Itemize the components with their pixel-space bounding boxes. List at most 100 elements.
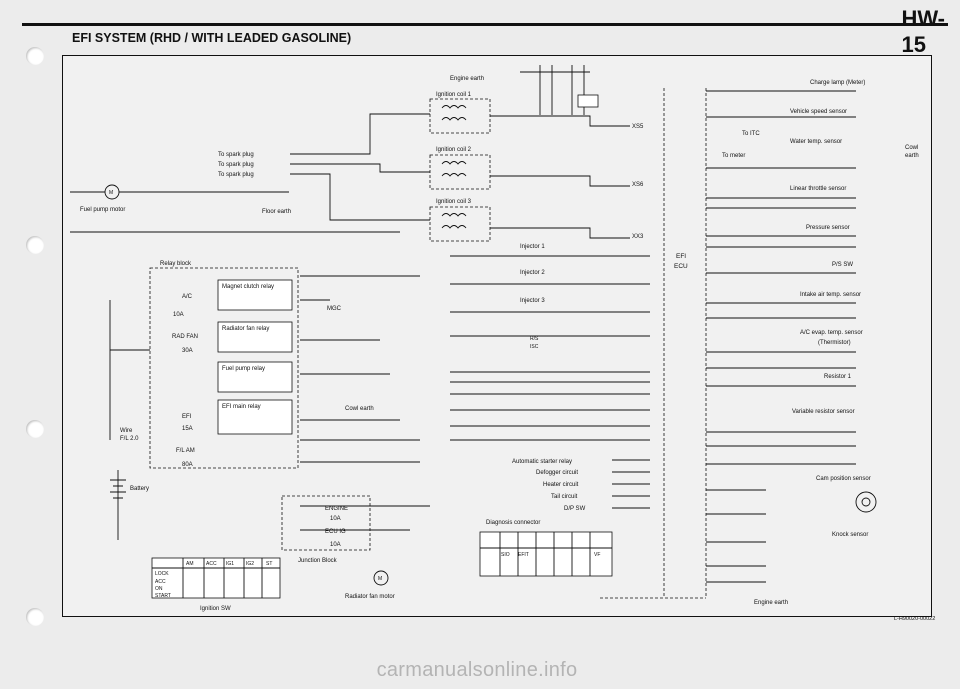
injector-wires — [450, 255, 650, 337]
injector-3-label: Injector 3 — [520, 298, 545, 304]
ign-header-ig2: IG2 — [246, 561, 254, 567]
ignition-switch-table — [151, 557, 281, 599]
ac-fuse-amp: 10A — [173, 312, 184, 318]
document-id: L-H90020-00022 — [894, 616, 936, 622]
ign-header-st: ST — [266, 561, 272, 567]
diag-efit: EFIT — [518, 552, 529, 558]
injector-1-label: Injector 1 — [520, 244, 545, 250]
diagnosis-grid — [480, 532, 612, 576]
coil-3-winding — [441, 213, 467, 229]
ignition-coil-1 — [429, 98, 491, 134]
linear-throttle-label: Linear throttle sensor — [790, 186, 846, 192]
circuit-wires — [612, 459, 650, 509]
diag-sio: SIO — [501, 552, 510, 558]
coil-to-ecu-wires — [490, 115, 630, 239]
junction-block — [281, 495, 371, 551]
binder-hole — [26, 236, 44, 254]
cam-position-sensor-core — [861, 497, 871, 507]
earth-block — [577, 94, 599, 108]
sensor-wires-right — [706, 90, 856, 583]
radiator-fan-relay — [217, 321, 293, 353]
efi-fuse-label: EFI — [182, 414, 192, 420]
intake-air-label: Intake air temp. sensor — [800, 292, 861, 298]
ac-evap-label: A/C evap. temp. sensor — [800, 330, 863, 336]
spark-plug-label: To spark plug — [218, 152, 254, 158]
binder-hole — [26, 608, 44, 626]
ignition-coil-2 — [429, 154, 491, 190]
engine-earth-label: Engine earth — [450, 76, 484, 82]
diag-vf: VF — [594, 552, 600, 558]
magnet-clutch-relay — [217, 279, 293, 311]
engine-fuse-label: ENGINE — [325, 506, 348, 512]
ign-header-ig1: IG1 — [226, 561, 234, 567]
tail-label: Tail circuit — [551, 494, 578, 500]
relay-block-label: Relay block — [160, 261, 192, 267]
ign-header-acc: ACC — [206, 561, 217, 567]
cam-position-label: Cam position sensor — [816, 476, 871, 482]
relay-block — [149, 267, 299, 469]
efi-main-relay-label: EFI main relay — [222, 404, 261, 410]
cowl-earth-left-label: Cowl earth — [345, 406, 374, 412]
isc-label: ISC — [530, 344, 539, 350]
radfan-fuse-label: RAD FAN — [172, 334, 198, 340]
spark-plug-wires — [290, 113, 430, 221]
ign-row-acc: ACC — [155, 579, 166, 585]
cam-position-sensor — [855, 491, 877, 513]
efi-main-relay — [217, 399, 293, 435]
ignition-coil-1-label: Ignition coil 1 — [436, 92, 472, 98]
radfan-fuse-amp: 30A — [182, 348, 193, 354]
injector-2-label: Injector 2 — [520, 270, 545, 276]
magnet-clutch-relay-label: Magnet clutch relay — [222, 284, 274, 290]
defogger-label: Defogger circuit — [536, 470, 578, 476]
charge-lamp-label: Charge lamp (Meter) — [810, 80, 865, 86]
junction-wires — [300, 505, 430, 531]
rs-label: R/S — [530, 336, 539, 342]
to-itc-label: To ITC — [742, 131, 760, 137]
engine-earth-right-label: Engine earth — [754, 600, 788, 606]
ignition-coil-3 — [429, 206, 491, 242]
ignition-switch: AM ACC IG1 IG2 ST LOCK ACC ON START Igni… — [151, 557, 281, 612]
dp-sw-label: D/P SW — [564, 506, 586, 512]
fuel-pump-relay — [217, 361, 293, 393]
header-rule — [22, 23, 948, 26]
spark-plug-label: To spark plug — [218, 172, 254, 178]
pin-xs6: XS6 — [632, 182, 644, 188]
page-title: EFI SYSTEM (RHD / WITH LEADED GASOLINE) — [72, 31, 352, 45]
watermark: carmanualsonline.info — [376, 659, 578, 681]
pressure-sensor-label: Pressure sensor — [806, 225, 850, 231]
spark-plug-label: To spark plug — [218, 162, 254, 168]
radiator-fan-motor-label: Radiator fan motor — [345, 594, 395, 600]
ecu-ig-fuse-label: ECU IG — [325, 529, 346, 535]
knock-sensor-label: Knock sensor — [832, 532, 868, 538]
resistor-1-label: Resistor 1 — [824, 374, 852, 380]
ign-row-lock: LOCK — [155, 571, 169, 577]
binder-hole — [26, 47, 44, 65]
variable-resistor-label: Variable resistor sensor — [792, 409, 855, 415]
floor-earth-label: Floor earth — [262, 209, 291, 215]
ps-sw-label: P/S SW — [832, 262, 853, 268]
vss-label: Vehicle speed sensor — [790, 109, 847, 115]
flam-fuse-label: F/L AM — [176, 448, 195, 454]
fuel-pump-relay-label: Fuel pump relay — [222, 366, 265, 372]
heater-label: Heater circuit — [543, 482, 579, 488]
motor-m: M — [109, 190, 113, 196]
ignition-sw-label: Ignition SW — [200, 606, 231, 612]
relay-block-wires — [109, 275, 420, 463]
page-code: HW-15 — [901, 6, 945, 57]
engine-fuse-amp: 10A — [330, 516, 341, 522]
fuel-pump-motor-label: Fuel pump motor — [80, 207, 125, 213]
pin-xs5: XS5 — [632, 124, 644, 130]
auto-starter-label: Automatic starter relay — [512, 459, 572, 465]
battery-label: Battery — [130, 486, 149, 492]
efi-fuse-amp: 15A — [182, 426, 193, 432]
radiator-fan-relay-label: Radiator fan relay — [222, 326, 269, 332]
ign-row-on: ON — [155, 586, 163, 592]
coil-2-winding — [441, 161, 467, 177]
battery-symbol — [110, 470, 126, 540]
ac-fuse-label: A/C — [182, 294, 193, 300]
mgc-label: MGC — [327, 306, 342, 312]
earth-bus — [520, 65, 590, 115]
ecu-label-2: ECU — [674, 263, 688, 270]
